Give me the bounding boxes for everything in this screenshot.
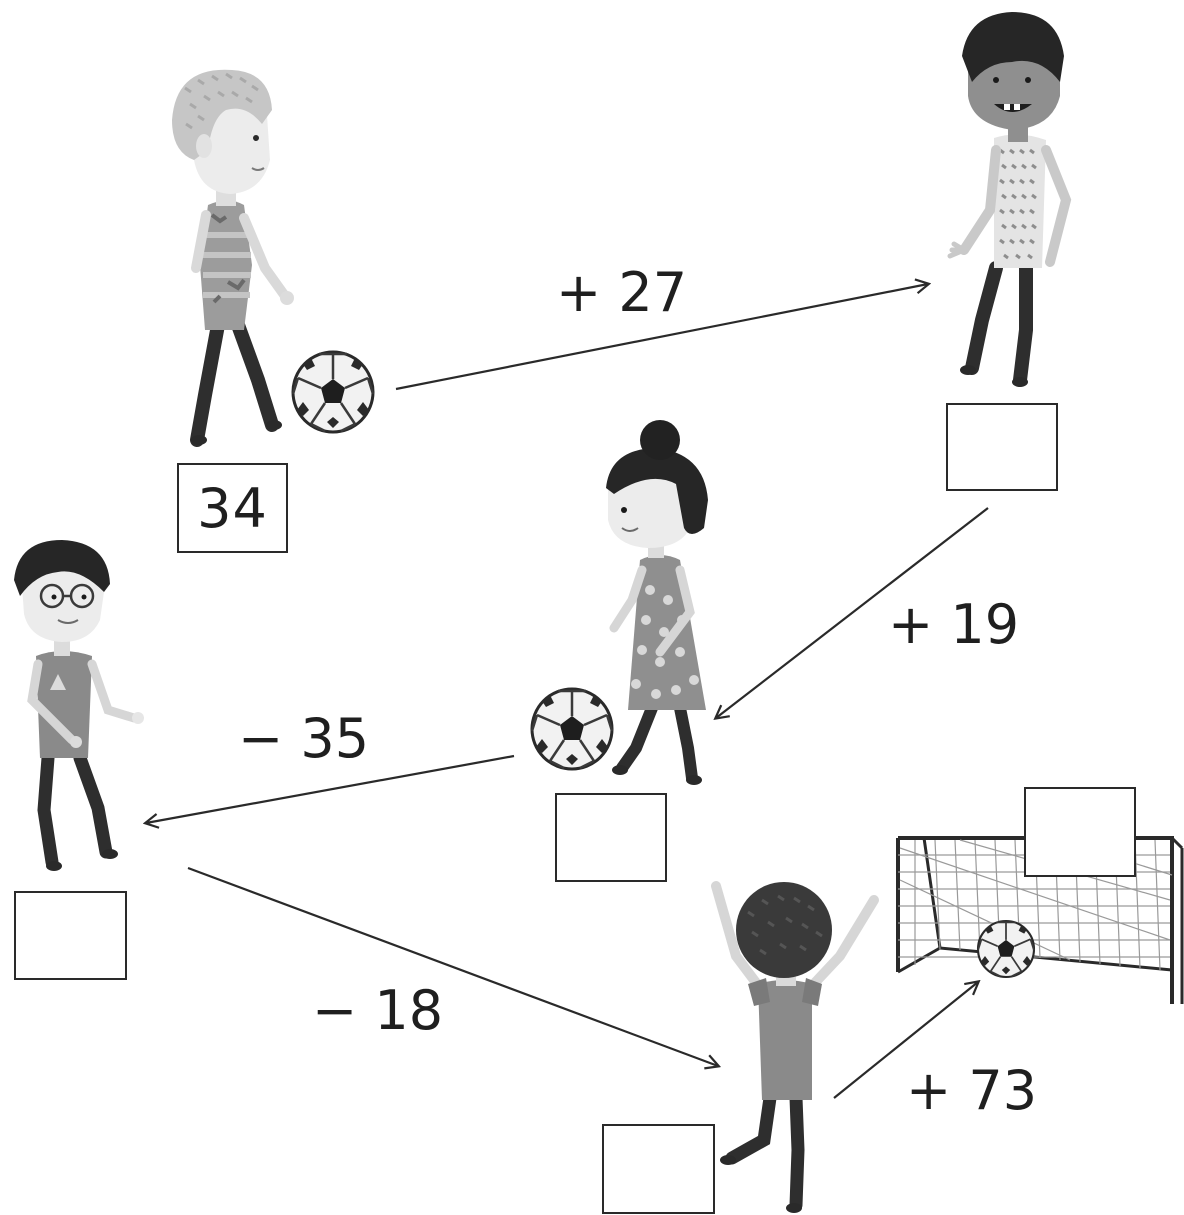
soccer-ball-icon (530, 687, 614, 771)
pass-label-3: − 35 (238, 707, 370, 770)
arrow-icon (146, 754, 515, 823)
pass-label-4: − 18 (312, 979, 444, 1042)
goal-answer-box[interactable] (1024, 787, 1136, 877)
answer-box-4[interactable] (602, 1124, 715, 1214)
pass-label-5: + 73 (906, 1059, 1038, 1122)
celebrating-child-figure (711, 881, 879, 1213)
boy-with-glasses-figure (14, 540, 144, 871)
boy-receiving-figure (947, 12, 1072, 387)
arrow-icon (187, 866, 718, 1066)
soccer-ball-icon (976, 919, 1036, 979)
start-value-box: 34 (177, 463, 288, 553)
arrow-icon (716, 507, 989, 718)
arrow-icon (395, 284, 928, 391)
answer-box-1[interactable] (946, 403, 1058, 491)
boy-kicking-ball-figure (172, 69, 294, 447)
pass-label-1: + 27 (556, 261, 688, 324)
answer-box-2[interactable] (555, 793, 667, 882)
arrow-icon (833, 982, 978, 1099)
soccer-ball-icon (291, 350, 375, 434)
girl-with-ball-figure (606, 420, 708, 785)
goal-net-icon (896, 836, 1184, 1004)
pass-label-2: + 19 (888, 593, 1020, 656)
answer-box-3[interactable] (14, 891, 127, 980)
